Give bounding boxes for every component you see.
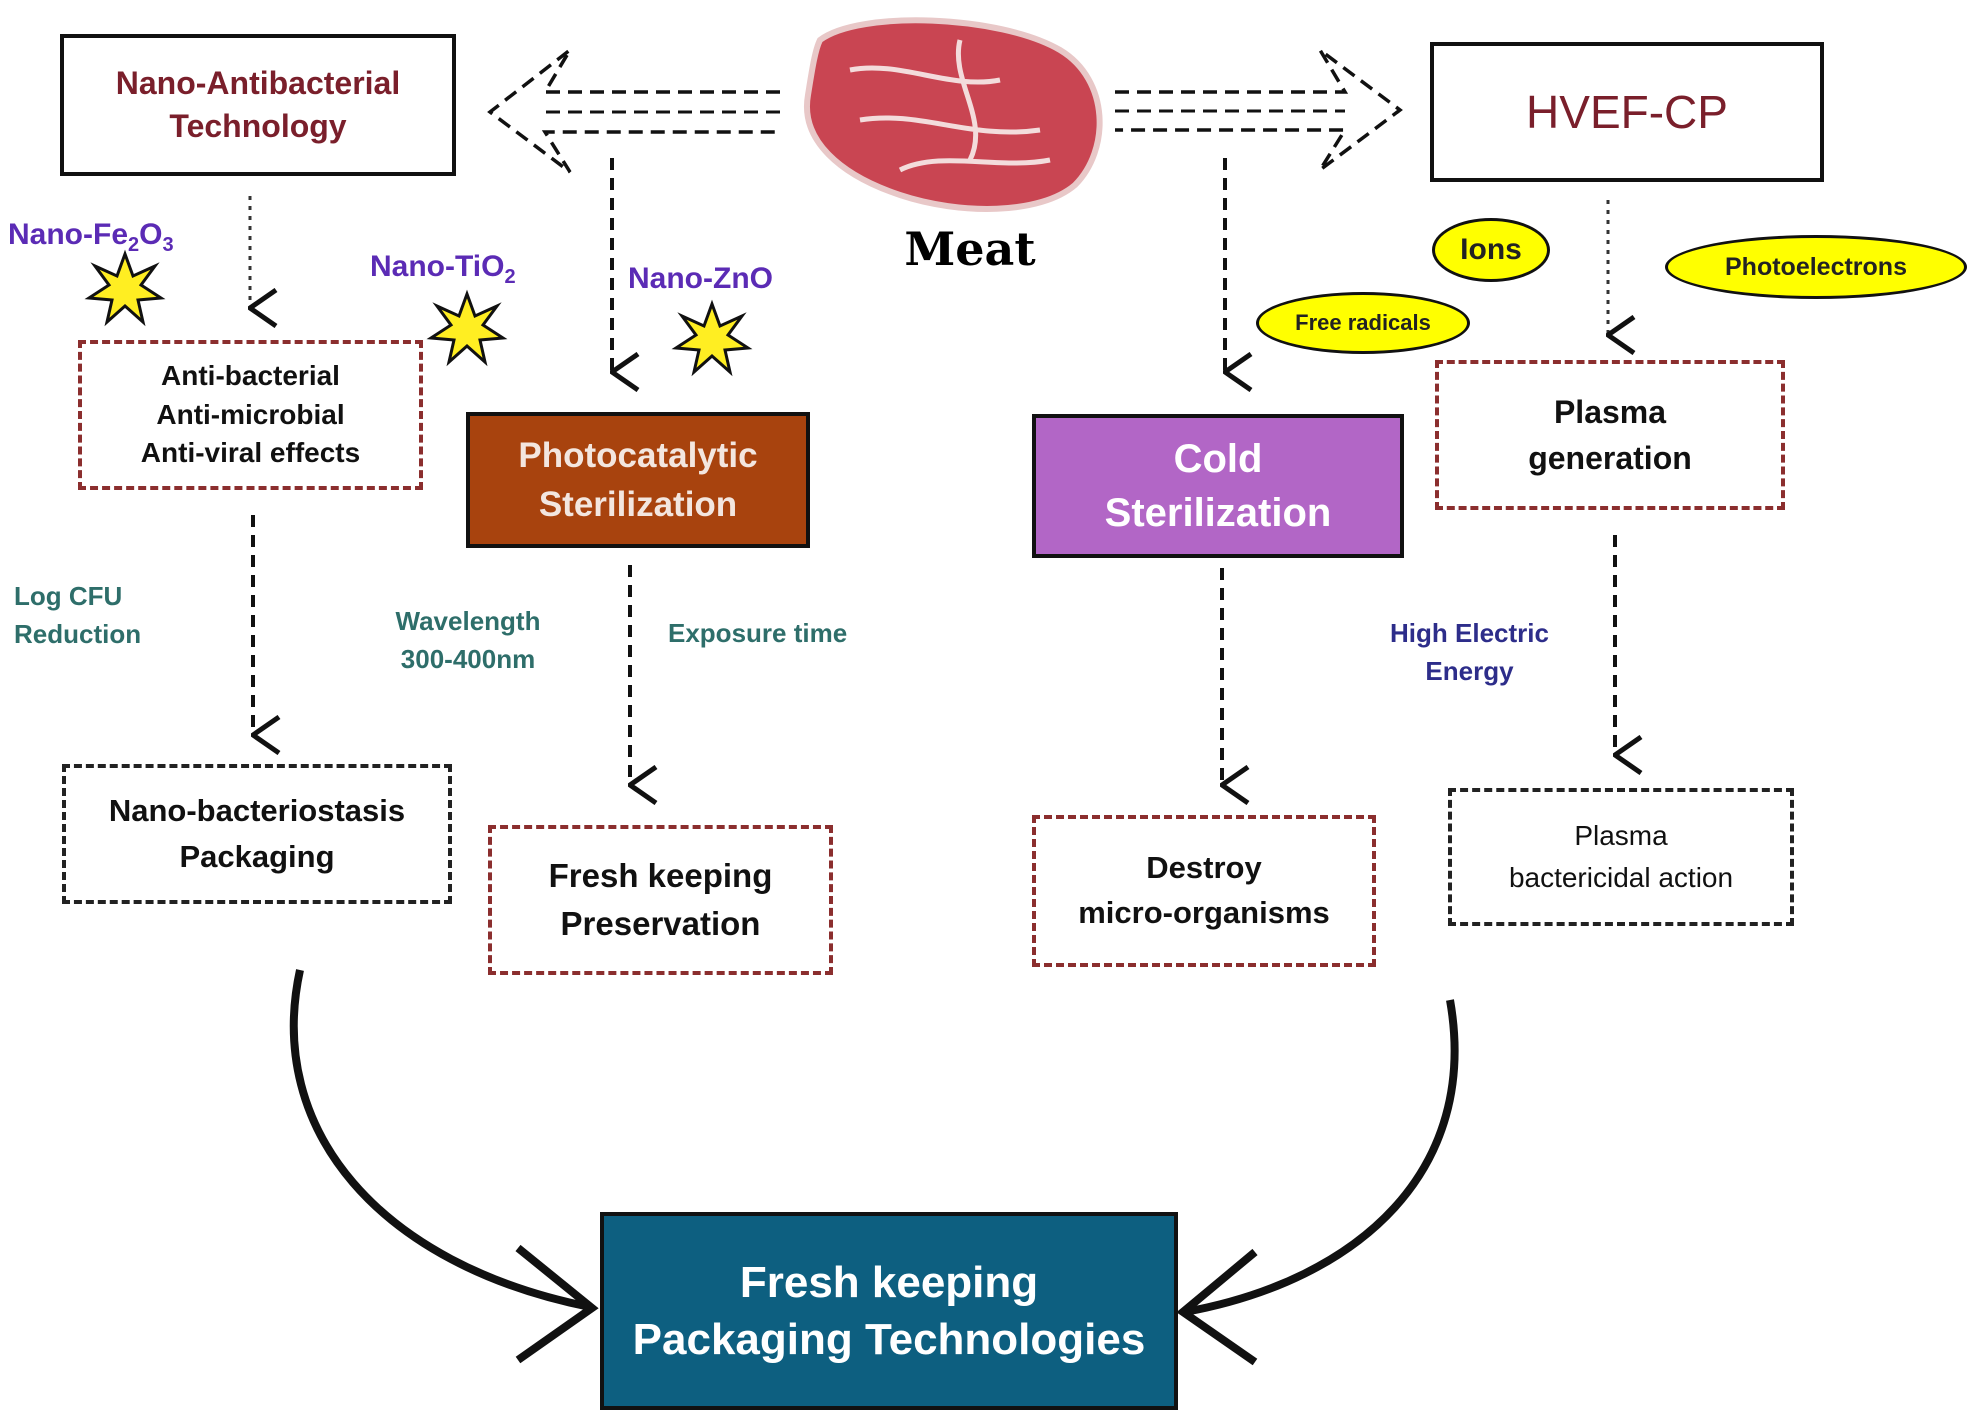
cold-sterilization-box: Cold Sterilization [1032, 414, 1404, 558]
plasma-generation-box: Plasma generation [1435, 360, 1785, 510]
photoelectrons-oval: Photoelectrons [1665, 235, 1967, 299]
final-line1: Fresh keeping [739, 1257, 1039, 1307]
cold-line1: Cold [1173, 437, 1263, 481]
curve-arrow-left [289, 969, 591, 1311]
wavelength-label: Wavelength 300-400nm [395, 606, 541, 674]
hvef-cp-label: HVEF-CP [1526, 86, 1728, 138]
high-electric-energy-label: High Electric Energy [1390, 618, 1549, 686]
cold-line2: Sterilization [1104, 491, 1332, 535]
exposure-time-label: Exposure time [668, 618, 848, 648]
curve-arrow-left-head [515, 1244, 599, 1364]
hollow-arrow-right [1115, 48, 1403, 172]
log-cfu-label: Log CFU Reduction [14, 581, 142, 649]
starburst-icon-zno [671, 299, 753, 377]
nano-antibacterial-box: Nano-Antibacterial Technology [60, 34, 456, 176]
nano-antibacterial-line2: Technology [169, 108, 347, 144]
fresh-keeping-packaging-technologies-box: Fresh keeping Packaging Technologies [600, 1212, 1178, 1410]
final-line2: Packaging Technologies [632, 1315, 1146, 1364]
effect-anti-viral: Anti-viral effects [140, 437, 361, 469]
nano-fe2o3-label: Nano-Fe2O3 [8, 218, 174, 256]
nano-packaging-line2: Packaging [179, 839, 335, 874]
photocatalytic-line2: Sterilization [538, 485, 738, 524]
nano-tio2-label: Nano-TiO2 [370, 250, 516, 288]
nano-bacteriostasis-packaging-box: Nano-bacteriostasis Packaging [62, 764, 452, 904]
nano-antibacterial-line1: Nano-Antibacterial [115, 64, 401, 101]
hvef-cp-box: HVEF-CP [1430, 42, 1824, 182]
starburst-icon-fe2o3 [84, 249, 166, 327]
free-radicals-oval: Free radicals [1256, 292, 1470, 354]
curve-arrow-right [1184, 999, 1459, 1316]
destroy-line1: Destroy [1146, 850, 1262, 886]
plasma-bactericidal-action-box: Plasma bactericidal action [1448, 788, 1794, 926]
fresh-keeping-preservation-box: Fresh keeping Preservation [488, 825, 833, 975]
hollow-arrow-left [487, 48, 780, 174]
photocatalytic-sterilization-box: Photocatalytic Sterilization [466, 412, 810, 548]
plasma-action-line2: bactericidal action [1508, 862, 1734, 893]
fresh-preservation-line1: Fresh keeping [548, 857, 773, 895]
nano-packaging-line1: Nano-bacteriostasis [108, 792, 406, 828]
plasma-generation-line1: Plasma [1553, 393, 1667, 430]
destroy-microorganisms-box: Destroy micro-organisms [1032, 815, 1376, 967]
curve-arrow-right-head [1176, 1248, 1258, 1366]
ions-oval: Ions [1432, 218, 1550, 282]
effect-anti-bacterial: Anti-bacterial [161, 360, 340, 392]
fresh-preservation-line2: Preservation [560, 905, 761, 942]
photocatalytic-line1: Photocatalytic [518, 436, 758, 475]
plasma-action-line1: Plasma [1574, 820, 1668, 851]
antibacterial-effects-box: Anti-bacterial Anti-microbial Anti-viral… [78, 340, 423, 490]
plasma-generation-line2: generation [1528, 440, 1692, 476]
meat-steak-icon [803, 17, 1103, 212]
destroy-line2: micro-organisms [1078, 895, 1330, 930]
meat-label: Meat [904, 222, 1036, 276]
starburst-icon-tio2 [426, 289, 508, 367]
effect-anti-microbial: Anti-microbial [156, 398, 345, 430]
nano-zno-label: Nano-ZnO [628, 262, 773, 295]
